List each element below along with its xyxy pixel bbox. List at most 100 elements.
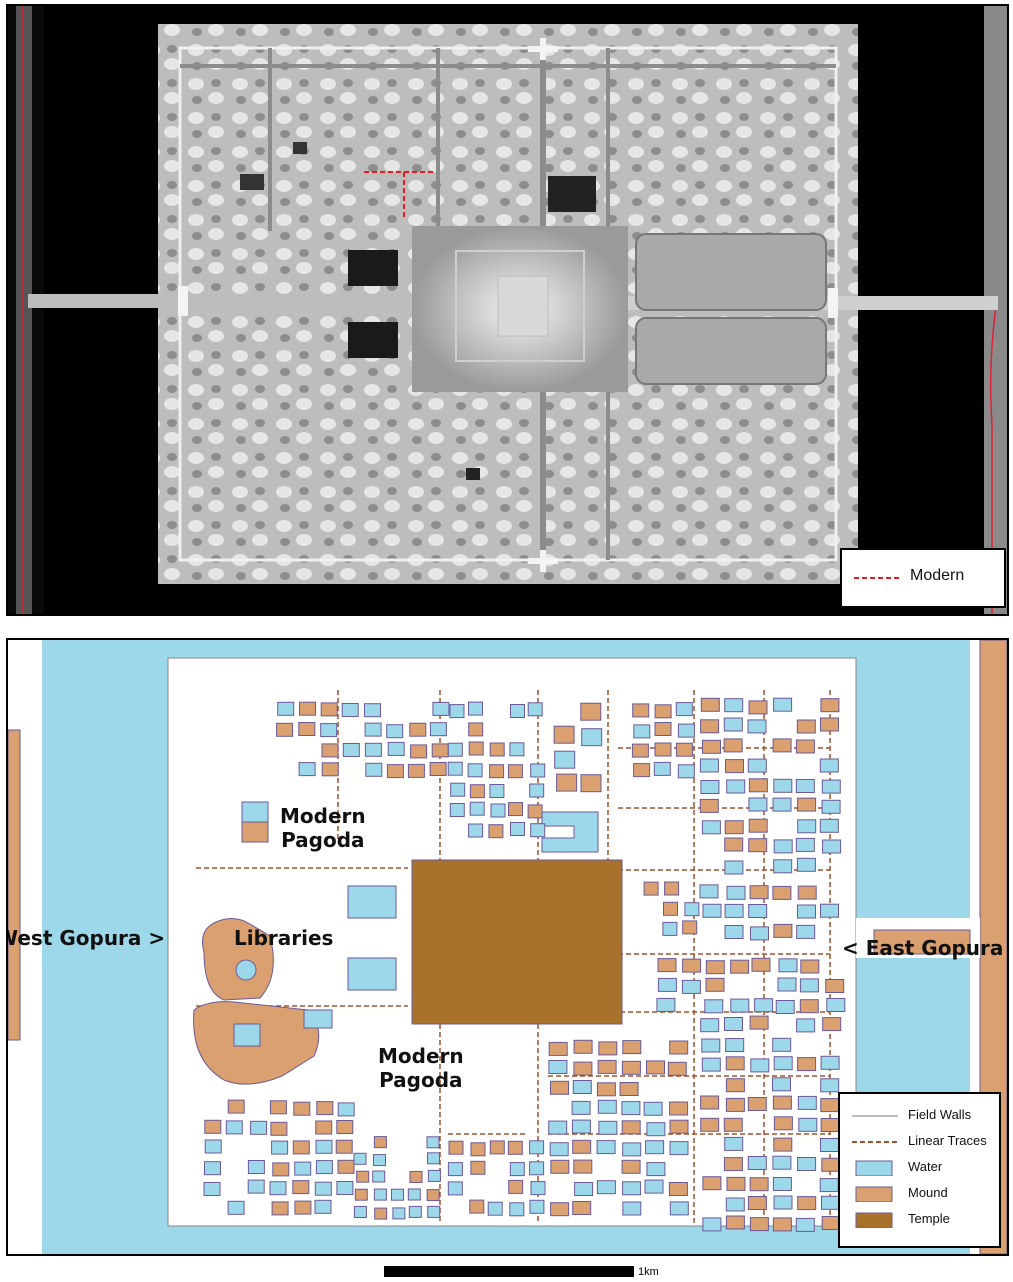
field-plot — [669, 1141, 689, 1156]
field-plot — [798, 1117, 818, 1132]
interpretation-map-panel: Modern Pagoda Libraries West Gopura > < … — [6, 638, 1009, 1256]
field-plot — [646, 1162, 666, 1177]
field-plot — [821, 779, 841, 794]
field-plot — [596, 1180, 616, 1195]
field-plot — [227, 1200, 245, 1215]
field-plot — [643, 1101, 663, 1116]
field-plot — [725, 1097, 745, 1112]
field-plot — [469, 1199, 485, 1214]
field-plot — [667, 1061, 687, 1076]
field-plot — [654, 704, 672, 719]
field-plot — [773, 1116, 793, 1131]
field-plot — [292, 1140, 310, 1155]
field-plot — [825, 979, 845, 993]
field-plot — [820, 1118, 840, 1132]
field-plot — [315, 1160, 333, 1175]
field-plot — [597, 1099, 617, 1114]
field-plot — [574, 1182, 594, 1196]
field-plot — [795, 739, 815, 754]
field-plot — [316, 1101, 334, 1116]
field-plot — [598, 1120, 618, 1135]
field-plot — [386, 724, 404, 739]
field-plot — [654, 722, 672, 736]
field-plot — [299, 701, 316, 716]
field-plot — [335, 1139, 353, 1154]
field-plot — [750, 926, 769, 941]
field-plot — [700, 1018, 720, 1033]
field-plot — [643, 881, 659, 896]
field-plot — [772, 1177, 792, 1191]
field-plot — [447, 761, 463, 776]
field-plot — [772, 1077, 791, 1092]
field-plot — [725, 1038, 745, 1052]
field-plot — [748, 818, 768, 833]
scale-bar-label: 1km — [638, 1266, 659, 1278]
field-plot — [725, 759, 744, 774]
field-plot — [470, 1160, 486, 1175]
field-plot — [507, 1140, 523, 1155]
field-plot — [572, 1080, 592, 1094]
field-plot — [748, 700, 768, 715]
field-plot — [573, 1159, 593, 1174]
field-plot — [724, 860, 744, 875]
field-plot — [426, 1136, 440, 1149]
field-plot — [314, 1199, 332, 1214]
field-plot — [748, 838, 768, 853]
field-plot — [490, 803, 506, 818]
plan-legend: Field Walls Linear Traces Water Mound Te… — [838, 1092, 1001, 1248]
field-plot — [772, 738, 792, 753]
field-plot — [580, 702, 602, 721]
field-plot — [747, 758, 767, 773]
field-plot — [668, 1182, 688, 1196]
field-plot — [337, 1159, 355, 1174]
label-text: Modern Pagoda — [280, 804, 366, 852]
field-plot — [449, 803, 465, 817]
field-plot — [747, 1156, 767, 1170]
field-plot — [527, 804, 543, 819]
field-plot — [269, 1181, 287, 1196]
field-plot — [749, 1177, 769, 1192]
field-plot — [247, 1179, 265, 1194]
field-plot — [704, 999, 724, 1014]
field-plot — [225, 1120, 243, 1135]
label-modern-pagoda-north: Modern Pagoda — [280, 804, 366, 852]
field-plot — [356, 1170, 370, 1183]
field-plot — [621, 1101, 641, 1116]
field-plot — [315, 1139, 333, 1154]
field-plot — [488, 824, 504, 839]
field-plot — [548, 1060, 568, 1074]
field-plot — [772, 1217, 792, 1232]
field-plot — [724, 1136, 744, 1151]
field-plot — [269, 1100, 287, 1115]
modern-road-east — [989, 305, 997, 614]
field-plot — [797, 904, 816, 919]
field-plot — [773, 697, 793, 712]
field-plot — [796, 857, 816, 872]
field-plot — [353, 1206, 367, 1218]
field-plot — [336, 1181, 354, 1195]
field-plot — [489, 764, 505, 779]
field-plot — [489, 1140, 505, 1155]
field-plot — [270, 1121, 288, 1136]
field-plot — [724, 1017, 743, 1031]
field-plot — [633, 763, 651, 778]
field-plot — [747, 1196, 767, 1210]
field-plot — [427, 1152, 440, 1165]
field-plot — [364, 742, 382, 757]
field-plot — [822, 839, 842, 854]
legend-label: Modern — [910, 567, 965, 584]
field-plot — [657, 958, 677, 973]
field-plot — [773, 1195, 793, 1210]
field-plot — [748, 797, 768, 812]
field-plot — [469, 801, 485, 816]
field-plot — [469, 784, 485, 799]
red-dashed-line-icon — [854, 577, 900, 579]
field-plot — [271, 1201, 289, 1216]
field-plot — [800, 959, 820, 974]
temple-swatch-icon — [855, 1212, 893, 1228]
field-plot — [530, 1181, 546, 1196]
field-plot — [527, 702, 543, 717]
field-plot — [657, 977, 677, 992]
field-plot — [724, 925, 744, 939]
field-plot — [449, 704, 465, 719]
